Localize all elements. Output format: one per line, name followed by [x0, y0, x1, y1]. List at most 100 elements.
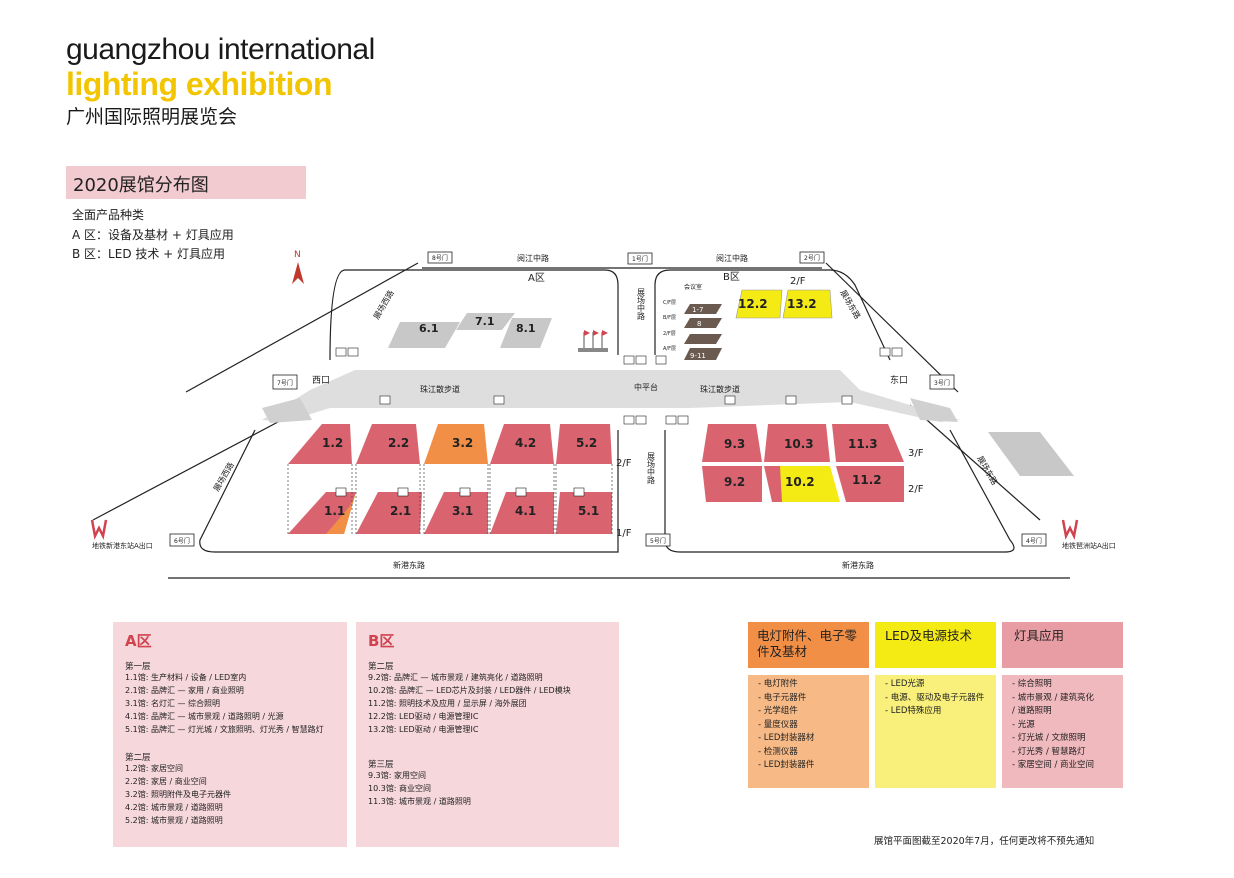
gate-3: 3号门 — [934, 379, 950, 387]
legend-item: - LED特殊应用 — [885, 706, 942, 716]
panel-b-row: 9.2馆: 品牌汇 — 城市景观 / 建筑亮化 / 道路照明 — [368, 673, 543, 682]
road-yuejiang-left: 阅江中路 — [517, 253, 549, 263]
panel-a-row: 5.2馆: 城市景观 / 道路照明 — [125, 816, 223, 825]
panel-a-row: 2.2馆: 家居 / 商业空间 — [125, 777, 207, 786]
road-zhanchang-top: 展场中路 — [637, 288, 646, 320]
legend-item: - 综合照明 — [1012, 679, 1052, 689]
map-title-bar: 2020展馆分布图 — [66, 166, 306, 199]
legend-item: - 量度仪器 — [758, 720, 798, 730]
footnote: 展馆平面图截至2020年7月，任何更改将不预先通知 — [874, 836, 1095, 847]
west-entrance: 西口 — [312, 375, 330, 386]
hall-12-2: 12.2 — [738, 297, 768, 311]
legend-item: - 电子元器件 — [758, 693, 807, 703]
legend-item: - LED封装器材 — [758, 733, 815, 743]
meeting-title: 会议室 — [684, 283, 702, 291]
hall-5-1: 5.1 — [578, 504, 599, 518]
road-middle-platform: 中平台 — [634, 382, 658, 392]
panel-b-row: 12.2馆: LED驱动 / 电源管理IC — [368, 712, 479, 721]
legend-item: - 光学组件 — [758, 706, 798, 716]
floor-label-a-2f: 2/F — [616, 458, 632, 469]
legend-item: - 电源、驱动及电子元器件 — [885, 693, 985, 703]
metro-right-label: 地铁琶洲站A出口 — [1062, 541, 1116, 550]
panel-a-row: 4.1馆: 品牌汇 — 城市景观 / 道路照明 / 光源 — [125, 712, 284, 721]
panel-b-floor3: 第三层 — [368, 760, 394, 770]
legend-item: - 城市景观 / 建筑亮化 — [1012, 693, 1095, 703]
panel-b-title: B区 — [368, 632, 395, 650]
legend-item: - 家居空间 / 商业空间 — [1012, 760, 1095, 770]
panel-b: B区 第二层 9.2馆: 品牌汇 — 城市景观 / 建筑亮化 / 道路照明 10… — [356, 622, 619, 847]
compass-icon: N — [292, 250, 304, 284]
hall-10-3: 10.3 — [784, 437, 814, 451]
hall-8-1: 8.1 — [516, 322, 536, 335]
hall-3-1: 3.1 — [452, 504, 473, 518]
panel-a-row: 1.2馆: 家居空间 — [125, 764, 183, 773]
panel-a-floor1: 第一层 — [125, 662, 151, 672]
hall-11-2: 11.2 — [852, 473, 882, 487]
hall-10-2: 10.2 — [785, 475, 815, 489]
hall-1-2: 1.2 — [322, 436, 343, 450]
panel-a-row: 3.1馆: 名灯汇 — 综合照明 — [125, 699, 221, 708]
gate-5: 5号门 — [650, 537, 666, 545]
meeting-room-2: 8 — [697, 320, 701, 328]
legend-accessories-title: 电灯附件、电子零件及基材 — [757, 628, 858, 659]
panel-a-row: 2.1馆: 品牌汇 — 家用 / 商业照明 — [125, 686, 244, 695]
panel-a-floor2: 第二层 — [125, 753, 151, 763]
gate-7: 7号门 — [277, 379, 293, 387]
metro-left-label: 地铁新港东站A出口 — [92, 541, 153, 550]
legend-item: - 灯光城 / 文旅照明 — [1012, 733, 1086, 743]
gate-2: 2号门 — [804, 254, 820, 262]
metro-icon-left — [90, 519, 108, 540]
categories-zone-b: B 区：LED 技术 + 灯具应用 — [72, 247, 226, 261]
map-title: 2020展馆分布图 — [73, 175, 209, 196]
hall-9-3: 9.3 — [724, 437, 745, 451]
hall-11-3: 11.3 — [848, 437, 878, 451]
metro-icon-right — [1061, 519, 1079, 540]
panel-b-row: 11.3馆: 城市景观 / 道路照明 — [368, 797, 471, 806]
meeting-room-1: 1-7 — [692, 306, 703, 314]
road-promenade-left: 珠江散步道 — [420, 384, 460, 394]
floor-label-a-1f: 1/F — [616, 528, 632, 539]
floor-label-b-3f: 3/F — [908, 448, 924, 459]
east-entrance: 东口 — [890, 374, 908, 386]
hall-1-1: 1.1 — [324, 504, 345, 518]
road-xingang-left: 新港东路 — [393, 560, 425, 570]
meeting-floor-1: C/F层 — [663, 300, 676, 306]
categories-zone-a: A 区：设备及基材 + 灯具应用 — [72, 228, 234, 242]
legend-item: - 电灯附件 — [758, 679, 798, 689]
venue-map: N 8号门 1号门 2号门 7号门 3号门 6号门 5号门 4号门 阅江中路 阅… — [90, 250, 1116, 579]
hall-6-1: 6.1 — [419, 322, 439, 335]
legend-lighting-title: 灯具应用 — [1014, 628, 1065, 643]
categories-heading: 全面产品种类 — [72, 208, 145, 222]
meeting-floor-3: 2/F层 — [663, 331, 676, 337]
brand-line-2: lighting exhibition — [66, 66, 333, 102]
road-yuejiang-right: 阅江中路 — [716, 253, 748, 263]
meeting-floor-2: B/F层 — [663, 315, 676, 321]
legend-lighting: 灯具应用 - 综合照明 - 城市景观 / 建筑亮化 / 道路照明 - 光源 - … — [1002, 622, 1123, 788]
hall-4-2: 4.2 — [515, 436, 536, 450]
hall-9-2: 9.2 — [724, 475, 745, 489]
panel-b-row: 10.3馆: 商业空间 — [368, 784, 432, 793]
panel-b-row: 11.2馆: 照明技术及应用 / 显示屏 / 海外展团 — [368, 699, 527, 708]
hall-2-2: 2.2 — [388, 436, 409, 450]
brand-line-1: guangzhou international — [66, 33, 375, 66]
meeting-floor-4: A/F层 — [663, 346, 676, 352]
legend-led-title: LED及电源技术 — [885, 628, 972, 643]
panel-a-row: 3.2馆: 照明附件及电子元器件 — [125, 790, 231, 799]
panel-b-row: 10.2馆: 品牌汇 — LED芯片及封装 / LED器件 / LED模块 — [368, 686, 571, 695]
meeting-stack: 1-7 8 9-11 C/F层 B/F层 2/F层 A/F层 — [663, 300, 722, 360]
road-west-diagonal: 展场西路 — [371, 288, 396, 321]
hall-2-1: 2.1 — [390, 504, 411, 518]
gate-6: 6号门 — [174, 537, 190, 545]
panel-b-floor2: 第二层 — [368, 662, 394, 672]
panel-a: A区 第一层 1.1馆: 生产材料 / 设备 / LED室内 2.1馆: 品牌汇… — [113, 622, 347, 847]
panel-a-title: A区 — [125, 632, 152, 650]
legend-item: / 道路照明 — [1012, 706, 1052, 716]
zone-b-label: B区 — [723, 271, 740, 283]
zone-a-label: A区 — [528, 272, 545, 284]
floor-label-b-2f: 2/F — [908, 484, 924, 495]
hall-5-2: 5.2 — [576, 436, 597, 450]
legend-item: - 灯光秀 / 智慧路灯 — [1012, 747, 1086, 757]
legend-accessories: 电灯附件、电子零件及基材 - 电灯附件 - 电子元器件 - 光学组件 - 量度仪… — [748, 622, 869, 788]
meeting-room-4: 9-11 — [690, 352, 706, 360]
hall-4-1: 4.1 — [515, 504, 536, 518]
